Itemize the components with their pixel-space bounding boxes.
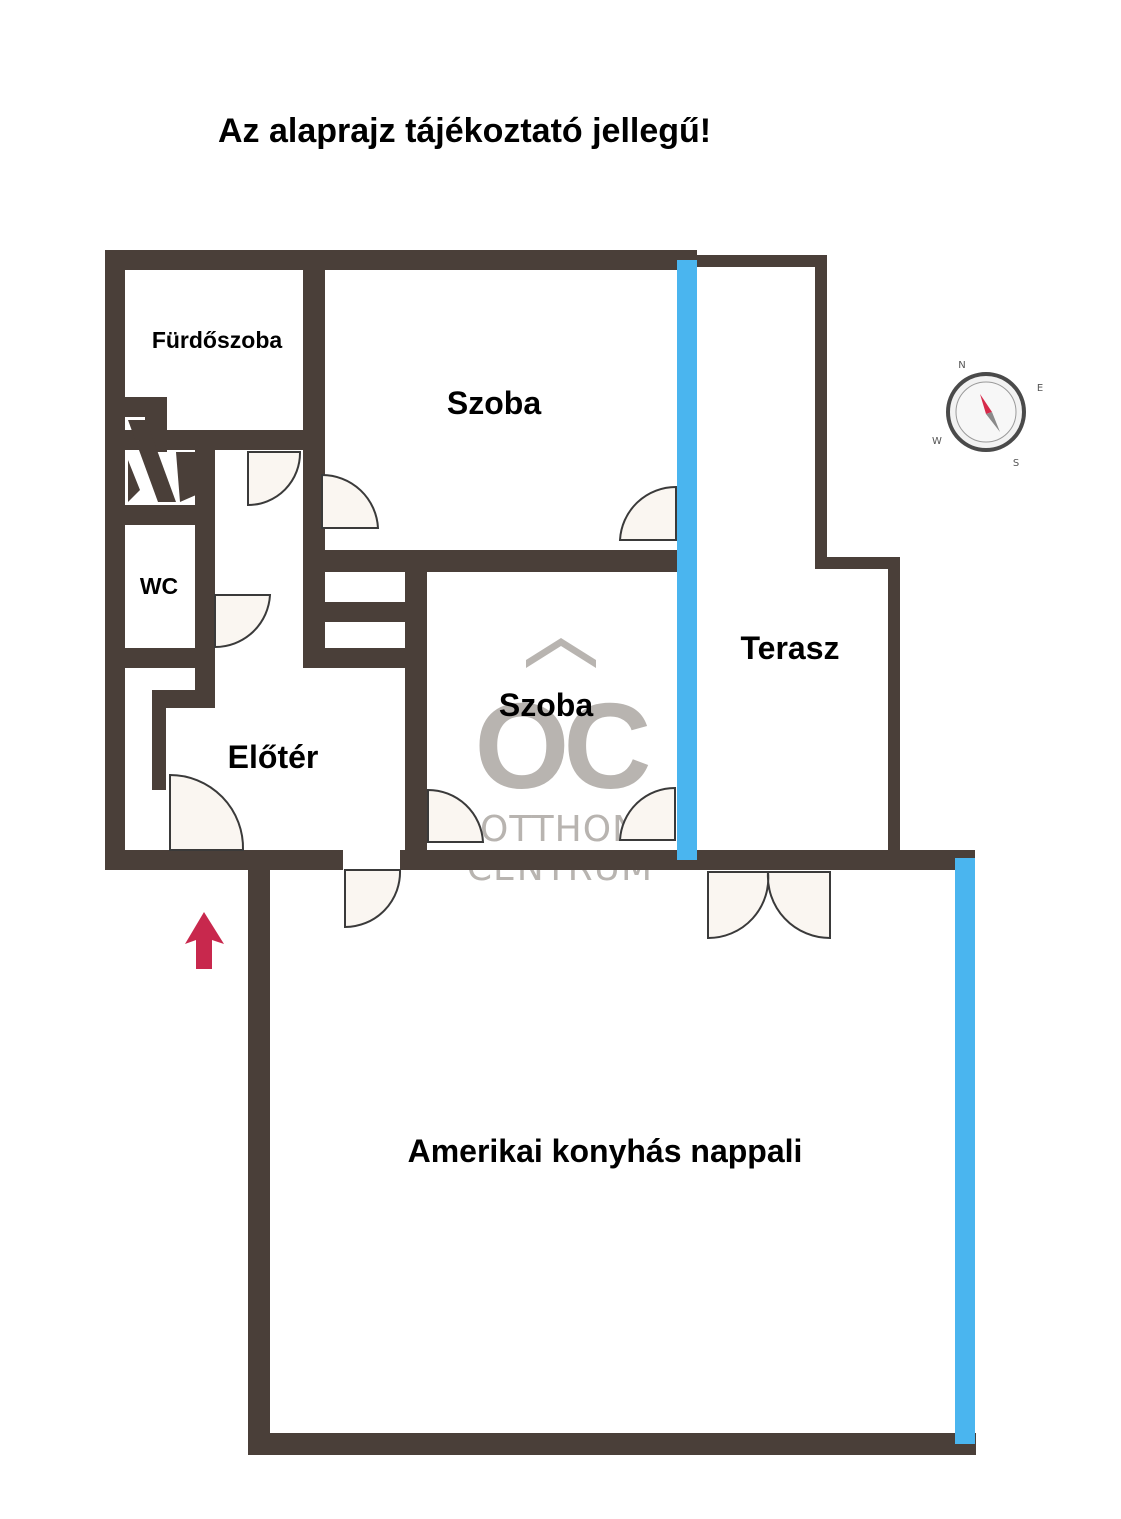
- wall-bottom-right: [400, 850, 710, 870]
- svg-text:W: W: [932, 436, 942, 447]
- door-furdo: [247, 451, 302, 507]
- room-label-szoba2: Szoba: [499, 687, 593, 723]
- compass-needle-north: [980, 394, 992, 414]
- nappali-wall-left: [248, 850, 270, 1455]
- watermark-roof: [526, 638, 596, 668]
- wc-wall-bottom: [105, 648, 215, 668]
- szoba2-wall-left: [405, 550, 427, 870]
- door-szoba2-left: [427, 788, 485, 843]
- terasz-wall-right-lower: [888, 557, 900, 862]
- walls: [105, 250, 976, 1455]
- door-szoba1-right: [618, 485, 677, 541]
- watermark-monogram: OC: [475, 678, 649, 814]
- wall-bottom-mid: [248, 850, 343, 870]
- room-label-terasz: Terasz: [740, 630, 839, 666]
- nappali-wall-top-right: [700, 850, 975, 870]
- compass-needle-south: [986, 412, 1000, 432]
- door-entrance: [169, 773, 245, 851]
- doors: [169, 451, 831, 940]
- room-label-eloter: Előtér: [228, 739, 319, 775]
- svg-text:S: S: [1013, 458, 1019, 469]
- door-szoba2-right: [618, 786, 676, 841]
- room-label-furdoszoba: Fürdőszoba: [152, 327, 283, 353]
- door-nappali: [344, 869, 402, 929]
- terasz-wall-right-upper: [815, 255, 827, 567]
- wall-top: [105, 250, 697, 270]
- svg-text:N: N: [958, 360, 965, 371]
- compass-icon: N E S W: [932, 360, 1043, 469]
- door-terasz-double: [707, 871, 831, 940]
- entrance-arrow-icon: [185, 912, 224, 969]
- room-label-nappali: Amerikai konyhás nappali: [408, 1133, 803, 1169]
- svg-text:E: E: [1037, 383, 1043, 394]
- room-label-szoba1: Szoba: [447, 385, 541, 421]
- szoba1-wall-bottom: [303, 550, 693, 572]
- wc-wall-right: [195, 525, 215, 665]
- door-szoba1-left: [321, 473, 380, 529]
- window-szoba-terasz: [677, 260, 697, 860]
- closet-cross: [128, 420, 176, 502]
- furdo-wall-right: [303, 250, 325, 450]
- terasz-wall-step: [815, 557, 899, 569]
- wall-left: [105, 250, 125, 870]
- terasz-wall-top: [690, 255, 825, 267]
- door-wc: [214, 594, 272, 649]
- windows: [677, 260, 975, 1444]
- wall-bottom-left: [105, 850, 250, 870]
- window-nappali: [955, 858, 975, 1444]
- nappali-wall-bottom: [248, 1433, 976, 1455]
- page-title: Az alaprajz tájékoztató jellegű!: [218, 112, 712, 150]
- watermark-line1: OTTHON: [480, 809, 640, 850]
- room-label-wc: WC: [140, 573, 178, 599]
